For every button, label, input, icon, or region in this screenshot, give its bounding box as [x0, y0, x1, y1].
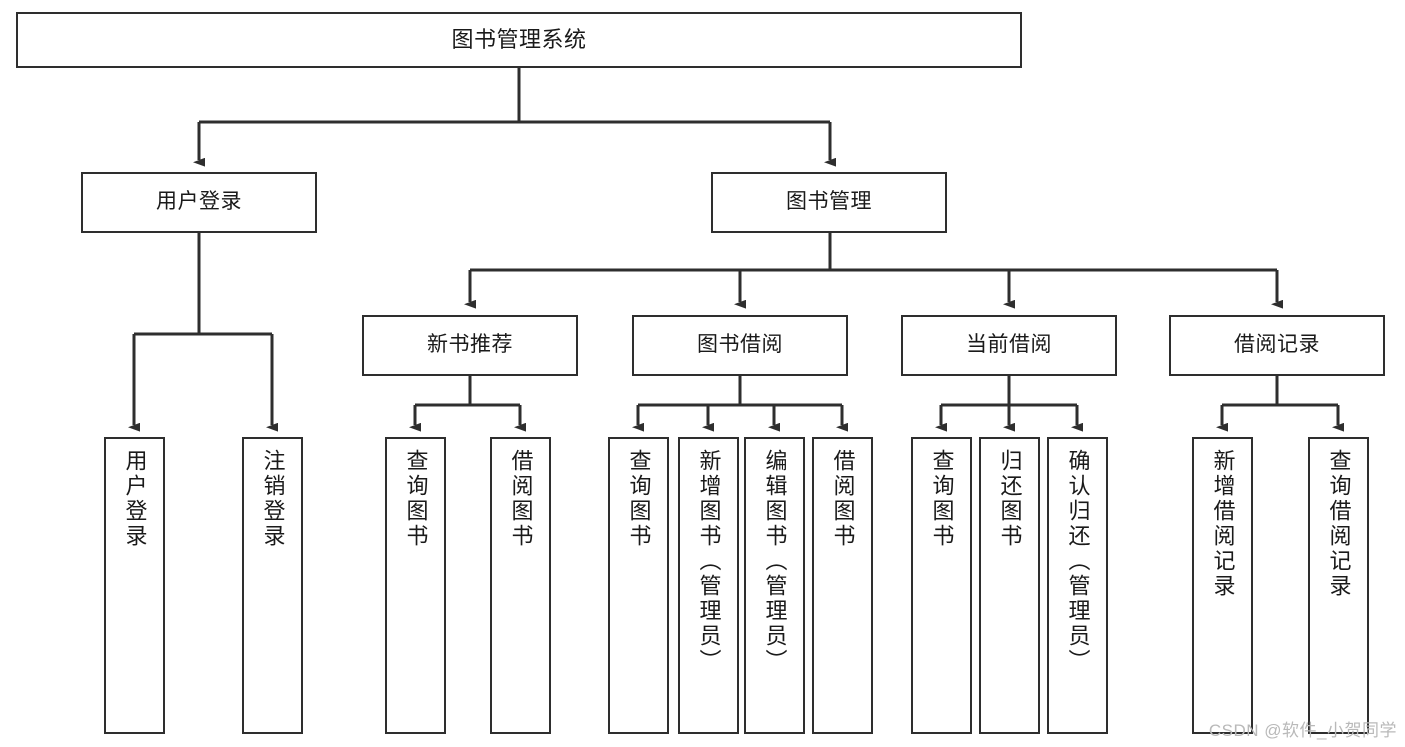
- node-leaf-add-record-label: 新增借阅记录: [1210, 449, 1236, 599]
- node-new-book-recommend-label: 新书推荐: [427, 333, 513, 357]
- node-leaf-confirm-return-label: 确认归还（管理员）: [1065, 449, 1091, 674]
- node-leaf-borrow-book-2[interactable]: 借阅图书: [812, 437, 873, 734]
- node-user-login-label: 用户登录: [156, 190, 242, 214]
- node-leaf-query-book-2-label: 查询图书: [626, 449, 652, 549]
- node-root-label: 图书管理系统: [451, 27, 587, 53]
- node-current-borrow-label: 当前借阅: [966, 333, 1052, 357]
- node-leaf-borrow-book-1[interactable]: 借阅图书: [490, 437, 551, 734]
- node-leaf-query-book-1-label: 查询图书: [403, 449, 429, 549]
- node-leaf-edit-book[interactable]: 编辑图书（管理员）: [744, 437, 805, 734]
- node-book-borrow-label: 图书借阅: [697, 333, 783, 357]
- node-leaf-borrow-book-2-label: 借阅图书: [830, 449, 856, 549]
- node-new-book-recommend[interactable]: 新书推荐: [362, 315, 578, 376]
- watermark-text: CSDN @软件_小贺同学: [1208, 721, 1397, 740]
- node-user-login[interactable]: 用户登录: [81, 172, 317, 233]
- node-leaf-user-login[interactable]: 用户登录: [104, 437, 165, 734]
- node-leaf-edit-book-label: 编辑图书（管理员）: [762, 449, 788, 674]
- node-book-manage-label: 图书管理: [786, 190, 872, 214]
- node-leaf-confirm-return[interactable]: 确认归还（管理员）: [1047, 437, 1108, 734]
- node-current-borrow[interactable]: 当前借阅: [901, 315, 1117, 376]
- node-leaf-return-book[interactable]: 归还图书: [979, 437, 1040, 734]
- node-root[interactable]: 图书管理系统: [16, 12, 1022, 68]
- node-book-manage[interactable]: 图书管理: [711, 172, 947, 233]
- node-book-borrow[interactable]: 图书借阅: [632, 315, 848, 376]
- node-leaf-user-login-label: 用户登录: [122, 449, 148, 549]
- node-leaf-logout-login-label: 注销登录: [260, 449, 286, 549]
- node-leaf-query-book-2[interactable]: 查询图书: [608, 437, 669, 734]
- node-leaf-add-book[interactable]: 新增图书（管理员）: [678, 437, 739, 734]
- node-leaf-query-record[interactable]: 查询借阅记录: [1308, 437, 1369, 734]
- node-leaf-borrow-book-1-label: 借阅图书: [508, 449, 534, 549]
- node-leaf-logout-login[interactable]: 注销登录: [242, 437, 303, 734]
- node-leaf-add-record[interactable]: 新增借阅记录: [1192, 437, 1253, 734]
- node-leaf-return-book-label: 归还图书: [997, 449, 1023, 549]
- node-leaf-add-book-label: 新增图书（管理员）: [696, 449, 722, 674]
- node-leaf-query-book-3[interactable]: 查询图书: [911, 437, 972, 734]
- node-leaf-query-book-3-label: 查询图书: [929, 449, 955, 549]
- node-leaf-query-book-1[interactable]: 查询图书: [385, 437, 446, 734]
- node-borrow-record-label: 借阅记录: [1234, 333, 1320, 357]
- node-borrow-record[interactable]: 借阅记录: [1169, 315, 1385, 376]
- node-leaf-query-record-label: 查询借阅记录: [1326, 449, 1352, 599]
